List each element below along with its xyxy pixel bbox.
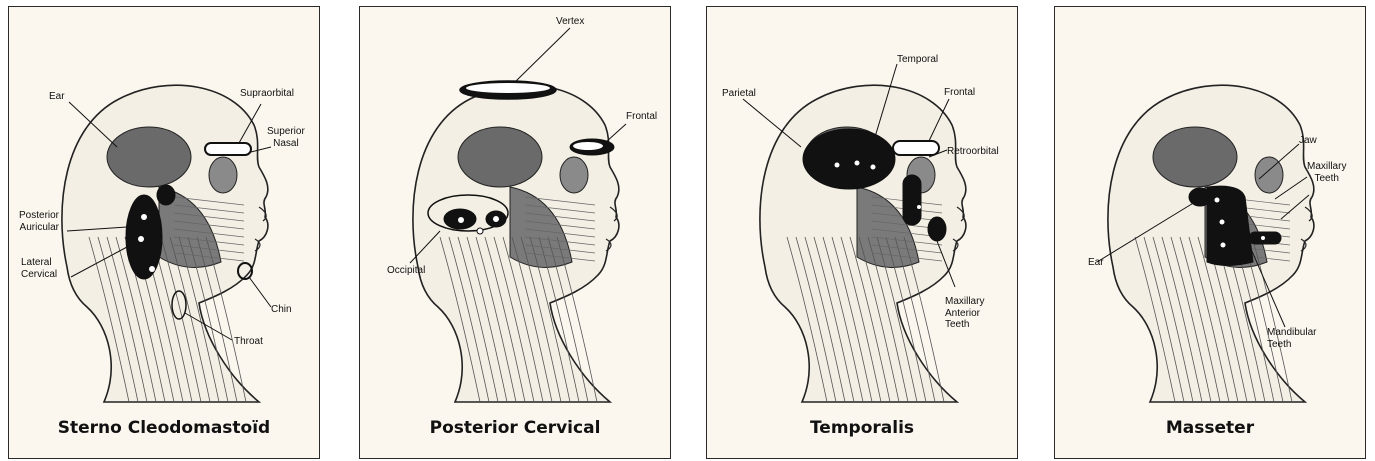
label-maxillary-teeth: Maxillary Teeth	[1307, 161, 1346, 184]
trigger-points-overlay	[9, 7, 320, 459]
label-supraorbital: Supraorbital	[240, 88, 294, 100]
trigger-points-overlay	[707, 7, 1018, 459]
label-mandibular-teeth: Mandibular Teeth	[1267, 327, 1316, 350]
label-occipital: Occipital	[387, 265, 425, 277]
panel-title: Sterno Cleodomastoïd	[9, 418, 319, 438]
label-frontal: Frontal	[626, 111, 657, 123]
scm-trigger-zone	[126, 195, 162, 279]
panel-temporalis: Parietal Temporal Frontal Retroorbital M…	[706, 6, 1018, 459]
label-maxillary-anterior-teeth: Maxillary Anterior Teeth	[945, 296, 984, 331]
panel-title: Temporalis	[707, 418, 1017, 438]
label-ear: Ear	[1088, 257, 1104, 269]
label-vertex: Vertex	[556, 16, 584, 28]
temporalis-zone	[803, 129, 895, 189]
panel-title: Masseter	[1055, 418, 1365, 438]
panel-masseter: Jaw Maxillary Teeth Ear Mandibular Teeth…	[1054, 6, 1366, 459]
label-lateral-cervical: Lateral Cervical	[21, 257, 57, 280]
masseter-zone	[1207, 186, 1253, 265]
label-throat: Throat	[234, 336, 263, 348]
label-temporal: Temporal	[897, 54, 938, 66]
panel-sterno-cleidomastoid: Ear Supraorbital Superior Nasal Posterio…	[8, 6, 320, 459]
panel-title: Posterior Cervical	[360, 418, 670, 438]
label-chin: Chin	[271, 304, 292, 316]
label-jaw: Jaw	[1299, 135, 1317, 147]
panel-posterior-cervical: Vertex Frontal Occipital Posterior Cervi…	[359, 6, 671, 459]
label-posterior-auricular: Posterior Auricular	[19, 210, 59, 233]
label-parietal: Parietal	[722, 88, 756, 100]
label-frontal: Frontal	[944, 87, 975, 99]
label-ear: Ear	[49, 91, 65, 103]
trigger-points-overlay	[360, 7, 671, 459]
label-retroorbital: Retroorbital	[947, 146, 999, 158]
label-superior-nasal: Superior Nasal	[267, 126, 305, 149]
trigger-points-overlay	[1055, 7, 1366, 459]
